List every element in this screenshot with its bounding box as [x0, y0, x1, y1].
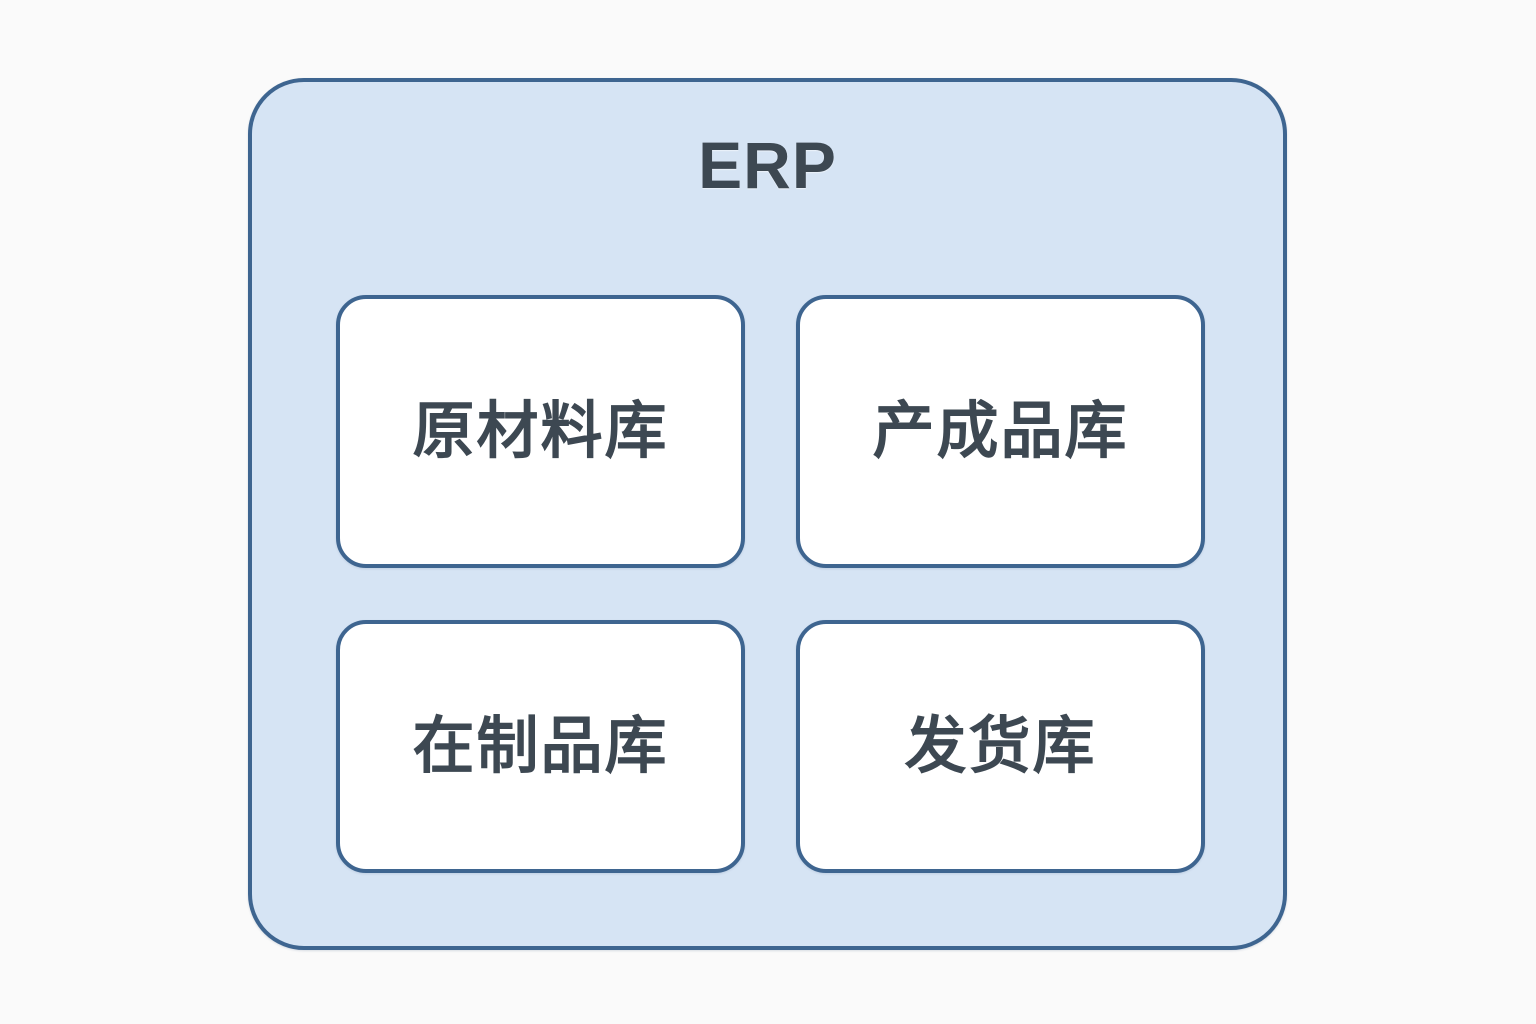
warehouse-box-raw-material[interactable]: 原材料库 [336, 295, 745, 568]
warehouse-box-grid: 原材料库 产成品库 在制品库 发货库 [336, 295, 1205, 873]
warehouse-label-work-in-progress: 在制品库 [412, 711, 669, 781]
erp-title: ERP [698, 128, 837, 202]
warehouse-label-finished-goods: 产成品库 [872, 396, 1129, 466]
warehouse-box-work-in-progress[interactable]: 在制品库 [336, 620, 745, 873]
warehouse-box-finished-goods[interactable]: 产成品库 [796, 295, 1205, 568]
warehouse-box-shipping[interactable]: 发货库 [796, 620, 1205, 873]
erp-container: ERP 原材料库 产成品库 在制品库 发货库 [248, 78, 1287, 950]
warehouse-label-raw-material: 原材料库 [412, 396, 669, 466]
warehouse-label-shipping: 发货库 [904, 711, 1097, 781]
